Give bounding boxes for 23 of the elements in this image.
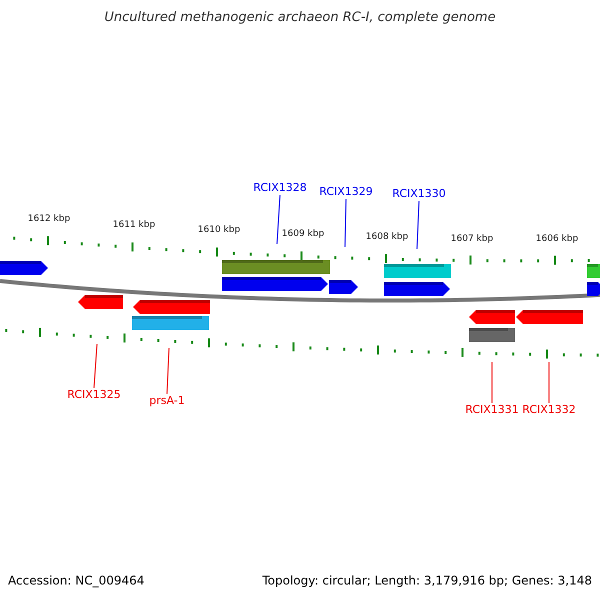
- leader-line: [276, 194, 280, 244]
- title: Uncultured methanogenic archaeon RC-I, complete genome: [104, 10, 496, 26]
- leader-line: [548, 362, 550, 404]
- gene-label: RCIX1328: [252, 180, 308, 196]
- leader-line: [94, 344, 98, 388]
- scale-label: 1607 kbp: [450, 235, 494, 245]
- gene-label: RCIX1329: [318, 184, 374, 200]
- gene-label: RCIX1331: [464, 402, 520, 418]
- genome-summary-text: Topology: circular; Length: 3,179,916 bp; Genes: 3,148: [262, 574, 592, 588]
- scale-label: 1611 kbp: [112, 221, 156, 231]
- gene-label: RCIX1332: [521, 402, 577, 418]
- scale-label: 1606 kbp: [536, 235, 578, 245]
- gene-label: RCIX1330: [391, 186, 447, 202]
- gene-label: prsA-1: [148, 394, 186, 408]
- leader-line: [166, 348, 170, 394]
- gene-label: RCIX1325: [66, 388, 122, 402]
- leader-line: [344, 198, 346, 248]
- scale-label: 1612 kbp: [28, 215, 70, 225]
- leader-line: [416, 200, 420, 250]
- scale-label: 1610 kbp: [198, 226, 240, 236]
- scale-label: 1608 kbp: [366, 233, 408, 243]
- scale-label: 1609 kbp: [282, 230, 324, 240]
- accession-text: Accession: NC_009464: [8, 574, 144, 588]
